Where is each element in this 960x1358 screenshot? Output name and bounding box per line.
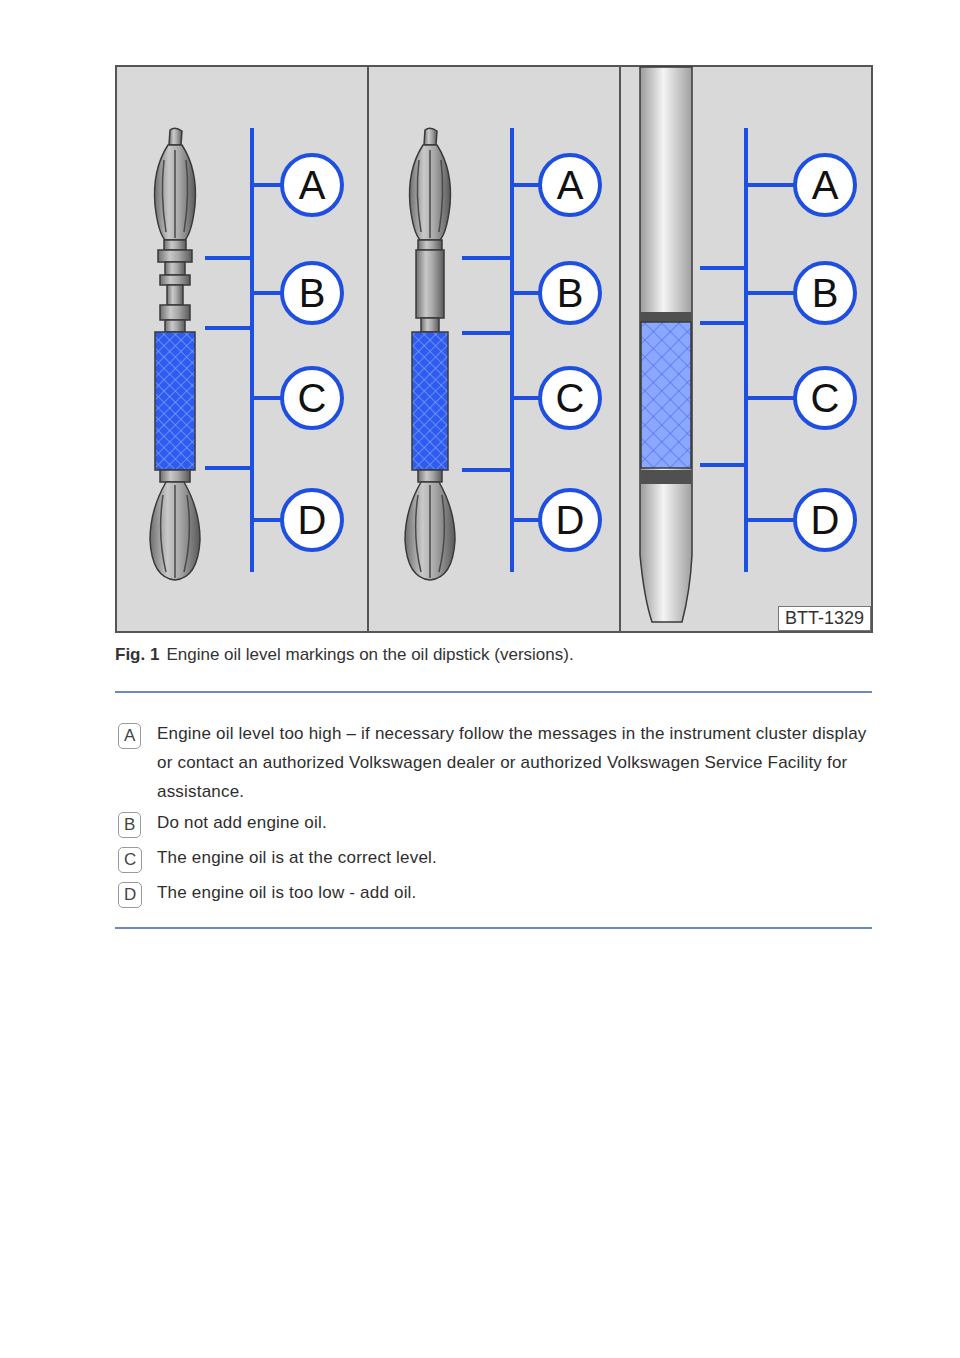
callout-circle: C — [538, 366, 602, 430]
callout-letter: C — [298, 378, 327, 418]
list-text: Do not add engine oil. — [157, 808, 872, 837]
callout-circle: B — [538, 261, 602, 325]
callout-circle: B — [793, 261, 857, 325]
callout-letter: D — [811, 500, 840, 540]
callout-letter: A — [557, 165, 584, 205]
callout-letter: D — [298, 500, 327, 540]
callout-circle: C — [280, 366, 344, 430]
callout-letter: D — [556, 500, 585, 540]
callout-circle: D — [280, 488, 344, 552]
list-text: The engine oil is too low - add oil. — [157, 878, 872, 907]
callout-circle: A — [538, 153, 602, 217]
callout-letter: B — [557, 273, 584, 313]
list-text: Engine oil level too high – if necessary… — [157, 719, 872, 806]
callout-letter: C — [811, 378, 840, 418]
callout-letter: B — [812, 273, 839, 313]
callout-letter: A — [812, 165, 839, 205]
callout-letter: B — [299, 273, 326, 313]
figure-code-box: BTT-1329 — [778, 606, 871, 631]
callout-circle: B — [280, 261, 344, 325]
figure-code: BTT-1329 — [785, 608, 864, 628]
list-marker: B — [118, 812, 141, 838]
callout-circle: D — [538, 488, 602, 552]
callout-letter: A — [299, 165, 326, 205]
callout-circle: A — [280, 153, 344, 217]
list-marker: C — [118, 847, 142, 873]
list-marker: D — [118, 882, 142, 908]
figure-caption: Fig. 1 Engine oil level markings on the o… — [115, 645, 574, 665]
callout-circle: A — [793, 153, 857, 217]
callout-circle: D — [793, 488, 857, 552]
callout-circle: C — [793, 366, 857, 430]
list-text: The engine oil is at the correct level. — [157, 843, 872, 872]
caption-text: Engine oil level markings on the oil dip… — [166, 645, 573, 665]
callout-letter: C — [556, 378, 585, 418]
list-marker: A — [118, 723, 141, 749]
figure-number: Fig. 1 — [115, 645, 159, 665]
